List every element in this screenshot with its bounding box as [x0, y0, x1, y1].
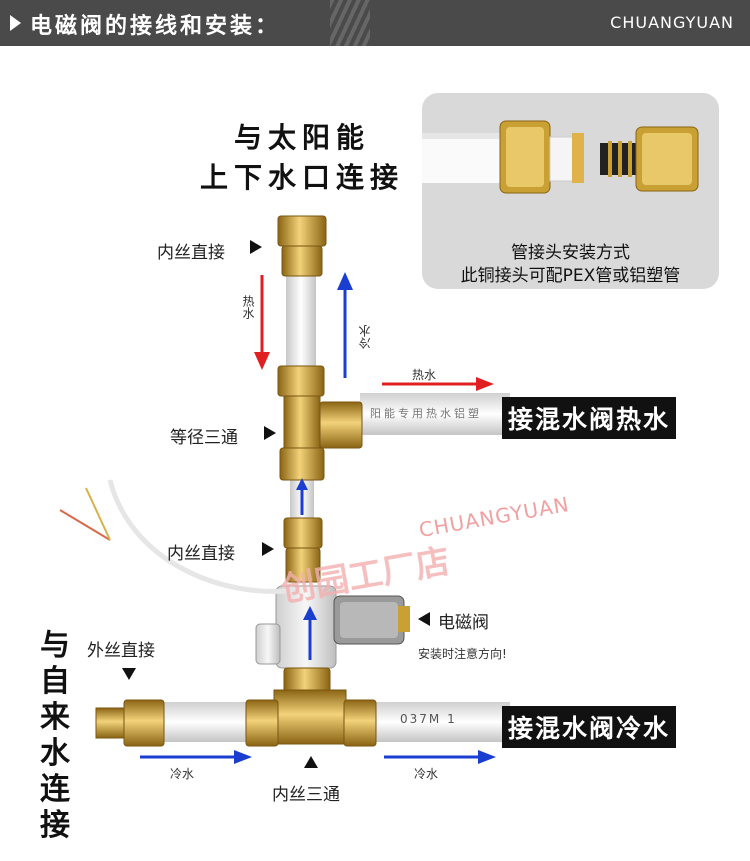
label-inner-thread-straight-mid: 内丝直接 — [167, 544, 235, 564]
bottom-tee-body — [273, 689, 347, 745]
tee-body — [283, 395, 321, 449]
mid-connector-nut — [283, 517, 323, 549]
valve-wire — [107, 479, 301, 594]
fitting-photo-drawing — [422, 120, 699, 194]
solar-title-line1: 与太阳能 — [234, 121, 371, 154]
hot-arrow-right-head — [476, 377, 494, 391]
label-hot-water-vertical: 热水 — [241, 295, 255, 319]
fitting-install-photo: 管接头安装方式 此铜接头可配PEX管或铝塑管 — [422, 93, 719, 289]
pointer-solenoid — [418, 612, 430, 626]
cold-water-pipe-right — [372, 702, 510, 742]
valve-wire-red — [59, 509, 111, 541]
outer-thread-nut — [123, 699, 165, 747]
mixing-valve-hot-banner: 接混水阀热水 — [502, 397, 677, 439]
cold-pipe-print: 037M 1 — [400, 712, 457, 726]
pointer-outer-thread — [122, 668, 136, 680]
tee-upper-nut — [277, 365, 325, 397]
label-inner-thread-straight-top: 内丝直接 — [157, 243, 225, 263]
flow-arrow-mid-pipe-head — [296, 478, 308, 490]
cold-arrow-left-head — [234, 750, 252, 764]
play-triangle-icon — [10, 15, 21, 31]
outer-thread-end — [95, 707, 127, 739]
bottom-tee-right-nut — [343, 699, 377, 747]
pointer-mid-connector — [262, 542, 274, 556]
pointer-inner-tee — [304, 756, 318, 768]
valve-wire-yellow — [85, 487, 111, 541]
section-header: 电磁阀的接线和安装： CHUANGYUAN — [0, 0, 750, 46]
valve-coil-front — [340, 602, 398, 638]
tee-side-nut — [319, 401, 363, 449]
label-hot-water-horizontal: 热水 — [412, 368, 437, 382]
tap-water-connection-label: 与自来水连接 — [40, 628, 70, 843]
label-install-note: 安装时注意方向! — [418, 647, 507, 661]
label-cold-water-left: 冷水 — [170, 767, 195, 781]
bottom-tee-left-nut — [245, 699, 279, 747]
label-solenoid-valve: 电磁阀 — [438, 613, 489, 633]
label-cold-water-right: 冷水 — [414, 767, 439, 781]
top-connector-body — [281, 245, 323, 277]
solar-connection-title: 与太阳能 上下水口连接 — [200, 118, 404, 198]
flow-arrow-in-valve-head — [303, 606, 317, 620]
vertical-pipe-upper — [286, 272, 316, 372]
hot-pipe-print: 阳能专用热水铝塑 — [370, 407, 482, 420]
section-title: 电磁阀的接线和安装： — [30, 14, 281, 39]
bottom-tee-up-nut — [283, 667, 331, 693]
solar-title-line2: 上下水口连接 — [200, 161, 405, 194]
hot-water-pipe — [360, 393, 510, 435]
pointer-equal-tee — [264, 426, 276, 440]
label-cold-water-vertical: 冷水 — [358, 325, 372, 349]
mid-connector-body — [285, 547, 321, 583]
label-outer-thread-straight: 外丝直接 — [87, 641, 155, 661]
hot-arrow-down-head — [254, 352, 270, 370]
top-connector-nut — [277, 215, 327, 247]
pointer-top-connector — [250, 240, 262, 254]
inset-caption-line1: 管接头安装方式 — [511, 243, 630, 263]
mixing-valve-cold-banner: 接混水阀冷水 — [502, 706, 677, 748]
cold-water-pipe-left — [158, 702, 253, 742]
label-inner-thread-tee: 内丝三通 — [272, 785, 340, 805]
cold-arrow-right-head — [478, 750, 496, 764]
brand-name: CHUANGYUAN — [610, 13, 734, 32]
header-decoration — [330, 0, 370, 46]
cold-arrow-up-head — [337, 272, 353, 290]
valve-inlet — [255, 623, 281, 665]
valve-terminal — [398, 606, 410, 632]
tee-lower-nut — [279, 447, 325, 481]
label-equal-tee: 等径三通 — [170, 428, 238, 448]
inset-caption-line2: 此铜接头可配PEX管或铝塑管 — [460, 266, 681, 286]
